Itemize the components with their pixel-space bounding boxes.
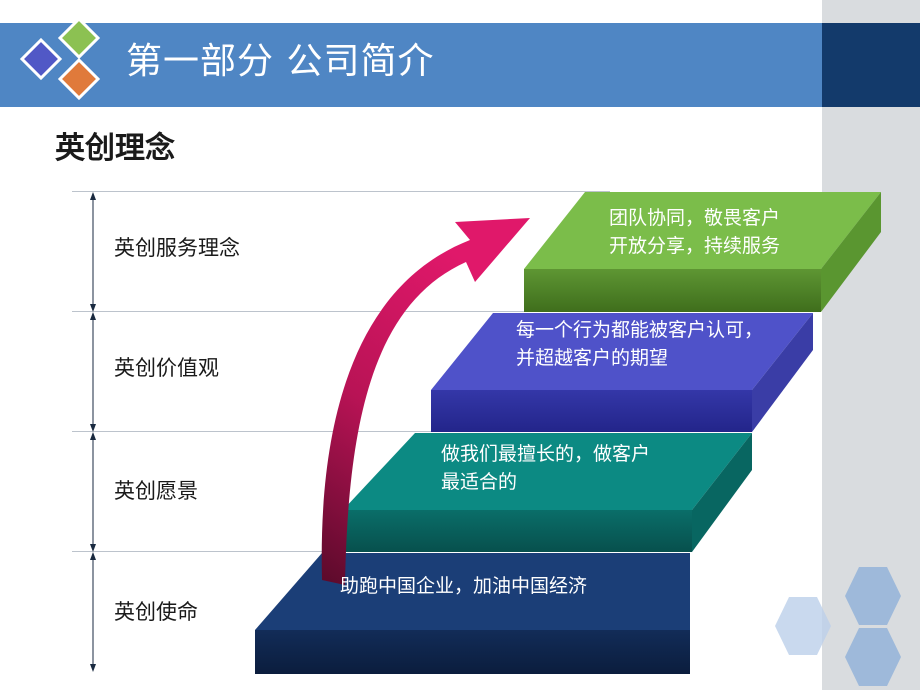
step-values-line: 并超越客户的期望 (516, 347, 669, 369)
logo-green-diamond (57, 16, 101, 60)
diamond-logo-icon (19, 16, 101, 101)
category-label-vision: 英创愿景 (114, 479, 198, 503)
double-arrow-icon (90, 552, 96, 672)
double-arrow-icon (90, 192, 96, 312)
step-values (431, 313, 813, 432)
hexagon-decoration-icon (775, 567, 901, 686)
page-title: 第一部分 公司简介 (126, 41, 435, 82)
step-vision-line: 做我们最擅长的，做客户 (441, 443, 651, 465)
double-arrow-icon (90, 312, 96, 432)
category-label-service: 英创服务理念 (114, 236, 240, 260)
step-vision-text: 做我们最擅长的，做客户 最适合的 (441, 440, 650, 496)
step-service-line: 团队协同，敬畏客户 (609, 207, 781, 229)
step-service-line: 开放分享，持续服务 (609, 235, 781, 257)
step-values-text: 每一个行为都能被客户认可， 并超越客户的期望 (516, 316, 763, 372)
step-service-text: 团队协同，敬畏客户 开放分享，持续服务 (609, 204, 780, 260)
step-vision-line: 最适合的 (441, 471, 518, 493)
section-title: 英创理念 (55, 131, 175, 166)
category-divider (72, 311, 610, 312)
step-service (524, 192, 881, 312)
step-mission (255, 553, 690, 674)
logo-blue-diamond (19, 37, 63, 81)
step-values-line: 每一个行为都能被客户认可， (516, 319, 764, 341)
step-vision (343, 433, 752, 552)
header-bar (0, 23, 822, 107)
double-arrow-icon (90, 432, 96, 552)
logo-orange-diamond (57, 57, 101, 101)
category-label-values: 英创价值观 (114, 356, 219, 380)
category-label-mission: 英创使命 (114, 600, 198, 624)
growth-arrow-icon (321, 218, 530, 585)
step-mission-line: 助跑中国企业，加油中国经济 (340, 575, 588, 597)
category-divider (72, 191, 610, 192)
step-mission-text: 助跑中国企业，加油中国经济 (340, 572, 587, 600)
right-side-header-block (822, 23, 920, 107)
